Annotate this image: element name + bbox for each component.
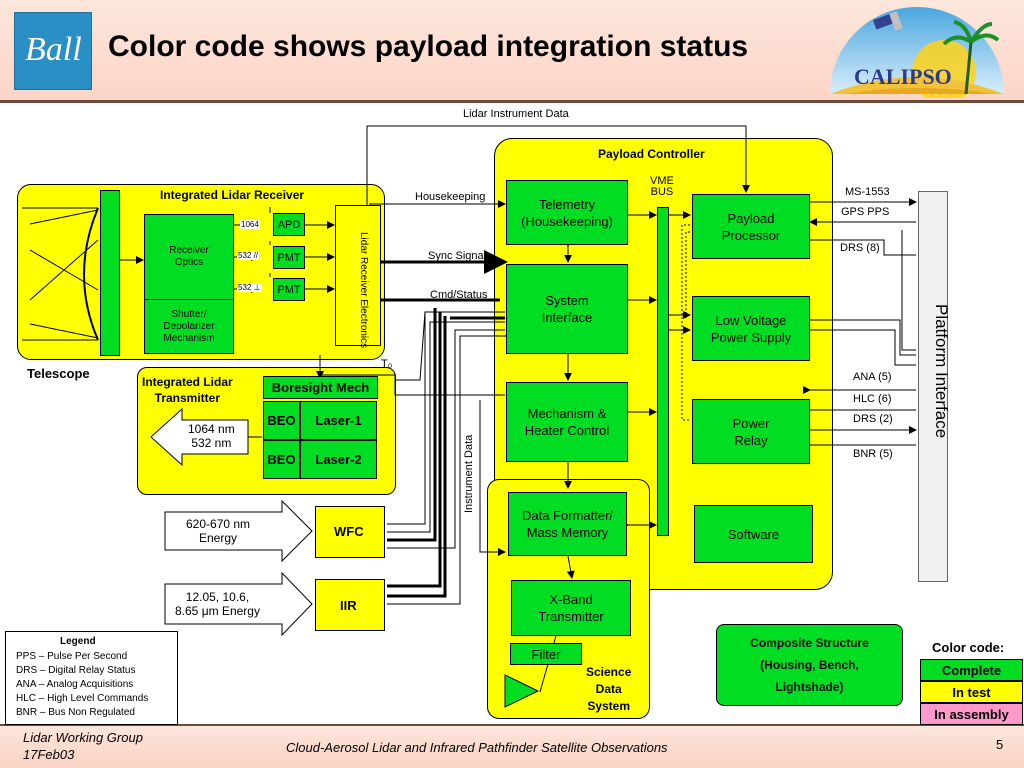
apd-box: APD xyxy=(273,213,305,236)
footer-mission: Cloud-Aerosol Lidar and Infrared Pathfin… xyxy=(286,740,668,755)
gps-pps-label: GPS PPS xyxy=(841,206,890,218)
drs2-label: DRS (2) xyxy=(853,413,893,425)
legend-box: Legend PPS – Pulse Per Second DRS – Digi… xyxy=(5,631,178,725)
bnr5-label: BNR (5) xyxy=(853,448,893,460)
lidar-instrument-data-label: Lidar Instrument Data xyxy=(463,108,569,120)
mechanism-heater-box: Mechanism &Heater Control xyxy=(506,382,628,462)
footer-background xyxy=(0,724,1024,768)
laser1-box: Laser-1 xyxy=(300,401,377,440)
page-title: Color code shows payload integration sta… xyxy=(108,30,749,63)
legend-item: BNR – Bus Non Regulated xyxy=(16,707,135,718)
drs8-label: DRS (8) xyxy=(840,242,880,254)
header-divider xyxy=(0,100,1024,103)
wfc-box xyxy=(315,506,385,558)
instrument-data-label: Instrument Data xyxy=(463,434,475,513)
beo2-box: BEO xyxy=(263,440,300,479)
wfc-label: WFC xyxy=(334,524,364,539)
telescope-label: Telescope xyxy=(27,366,90,381)
calipso-logo-text: CALIPSO xyxy=(854,64,952,89)
pmt2-box: PMT xyxy=(273,278,305,301)
data-formatter-box: Data Formatter/Mass Memory xyxy=(508,492,627,556)
legend-item: PPS – Pulse Per Second xyxy=(16,651,128,662)
ms1553-label: MS-1553 xyxy=(845,186,890,198)
calipso-logo-graphic xyxy=(830,7,1004,104)
integrated-lidar-receiver-label: Integrated Lidar Receiver xyxy=(160,188,305,202)
legend-title: Legend xyxy=(60,636,96,647)
housekeeping-label: Housekeeping xyxy=(415,191,486,203)
sync-signal-label: Sync Signal xyxy=(428,250,487,262)
iir-energy-label: 12.05, 10.6,8.65 μm Energy xyxy=(175,590,260,618)
color-code-title: Color code: xyxy=(932,640,1005,655)
cmd-status-label: Cmd/Status xyxy=(430,289,488,301)
output-arrow xyxy=(150,408,249,466)
hlc6-label: HLC (6) xyxy=(853,393,892,405)
footer-divider xyxy=(0,724,1024,726)
payload-controller-label: Payload Controller xyxy=(598,147,705,161)
legend-item: HLC – High Level Commands xyxy=(16,693,149,704)
footer-group: Lidar Working Group xyxy=(23,730,143,745)
color-code-complete: Complete xyxy=(920,659,1023,681)
channel-1064-label: 1064 xyxy=(240,220,260,229)
footer-page-number: 5 xyxy=(996,737,1004,752)
receiver-electronics-box: Lidar Receiver Electronics xyxy=(335,205,381,349)
filter-box: Filter xyxy=(510,643,582,665)
ball-logo-text: Ball xyxy=(25,31,82,68)
telemetry-box: Telemetry(Housekeeping) xyxy=(506,180,628,245)
calipso-logo: CALIPSO xyxy=(826,2,1008,104)
channel-532-perp-label: 532 ⊥ xyxy=(237,283,262,292)
iir-energy-arrow xyxy=(164,572,313,636)
color-code-in-assembly: In assembly xyxy=(920,703,1023,725)
ana5-label: ANA (5) xyxy=(853,371,892,383)
legend-item: DRS – Digital Relay Status xyxy=(16,665,136,676)
footer-date: 17Feb03 xyxy=(23,747,75,762)
vme-bus xyxy=(657,207,669,536)
color-code-in-test: In test xyxy=(920,681,1023,703)
boresight-mech-box: Boresight Mech xyxy=(263,376,378,399)
laser2-box: Laser-2 xyxy=(300,440,377,479)
wfc-energy-arrow xyxy=(164,500,313,562)
software-box: Software xyxy=(694,505,813,563)
iir-box xyxy=(315,579,385,631)
t0-label: T₀ xyxy=(381,358,393,370)
platform-interface-box: Platform Interface xyxy=(918,191,951,582)
legend-item: ANA – Analog Acquisitions xyxy=(16,679,134,690)
composite-structure-box: Composite Structure(Housing, Bench,Light… xyxy=(716,624,903,706)
ball-logo: Ball xyxy=(14,12,92,90)
pmt1-box: PMT xyxy=(273,246,305,269)
iir-label: IIR xyxy=(340,598,357,613)
beo1-box: BEO xyxy=(263,401,300,440)
channel-532-parallel-label: 532 // xyxy=(237,251,260,260)
receiver-electronics-label: Lidar Receiver Electronics xyxy=(358,232,369,349)
telescope-mirror xyxy=(100,190,120,356)
